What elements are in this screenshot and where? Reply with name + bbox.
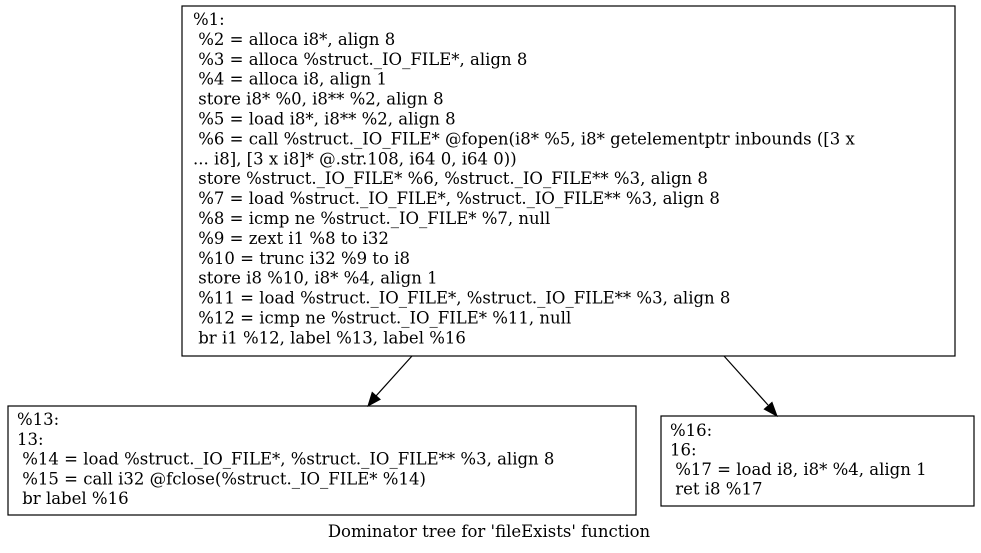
code-line: %16: xyxy=(670,421,712,440)
node-entry-box xyxy=(181,5,956,357)
node-16-box xyxy=(660,415,975,507)
code-line: %2 = alloca i8*, align 8 xyxy=(193,30,395,49)
edge-entry-to-13 xyxy=(367,355,413,408)
code-line: br label %16 xyxy=(17,489,129,508)
code-line: %5 = load i8*, i8** %2, align 8 xyxy=(193,110,456,129)
code-line: br i1 %12, label %13, label %16 xyxy=(193,328,466,347)
code-line: ... i8], [3 x i8]* @.str.108, i64 0, i64… xyxy=(193,149,517,168)
code-line: %6 = call %struct._IO_FILE* @fopen(i8* %… xyxy=(193,129,855,148)
code-line: %1: xyxy=(193,10,225,29)
node-entry-code: %1: %2 = alloca i8*, align 8 %3 = alloca… xyxy=(193,10,855,347)
code-line: %7 = load %struct._IO_FILE*, %struct._IO… xyxy=(193,189,720,208)
code-line: %10 = trunc i32 %9 to i8 xyxy=(193,249,410,268)
node-13-box xyxy=(7,405,637,516)
code-line: %14 = load %struct._IO_FILE*, %struct._I… xyxy=(17,450,554,469)
arrowhead-icon xyxy=(763,401,778,418)
code-line: %4 = alloca i8, align 1 xyxy=(193,70,387,89)
code-line: %17 = load i8, i8* %4, align 1 xyxy=(670,460,927,479)
code-line: %12 = icmp ne %struct._IO_FILE* %11, nul… xyxy=(193,309,571,328)
node-entry-block: %1: %2 = alloca i8*, align 8 %3 = alloca… xyxy=(181,5,956,357)
node-13-block: %13:13: %14 = load %struct._IO_FILE*, %s… xyxy=(7,405,637,516)
code-line: %3 = alloca %struct._IO_FILE*, align 8 xyxy=(193,50,527,69)
node-16-block: %16:16: %17 = load i8, i8* %4, align 1 r… xyxy=(660,415,975,507)
code-line: %11 = load %struct._IO_FILE*, %struct._I… xyxy=(193,289,730,308)
code-line: %13: xyxy=(17,410,59,429)
code-line: %8 = icmp ne %struct._IO_FILE* %7, null xyxy=(193,209,550,228)
arrowhead-icon xyxy=(367,391,381,408)
code-line: ret i8 %17 xyxy=(670,480,762,499)
code-line: store i8* %0, i8** %2, align 8 xyxy=(193,90,444,109)
edge-entry-to-16 xyxy=(723,355,778,418)
node-13-code: %13:13: %14 = load %struct._IO_FILE*, %s… xyxy=(17,410,554,508)
code-line: 16: xyxy=(670,441,697,460)
code-line: store i8 %10, i8* %4, align 1 xyxy=(193,269,438,288)
diagram-caption: Dominator tree for 'fileExists' function xyxy=(328,522,651,541)
code-line: 13: xyxy=(17,430,44,449)
code-line: %9 = zext i1 %8 to i32 xyxy=(193,229,389,248)
node-16-code: %16:16: %17 = load i8, i8* %4, align 1 r… xyxy=(670,421,927,499)
code-line: %15 = call i32 @fclose(%struct._IO_FILE*… xyxy=(17,469,426,488)
code-line: store %struct._IO_FILE* %6, %struct._IO_… xyxy=(193,169,708,188)
